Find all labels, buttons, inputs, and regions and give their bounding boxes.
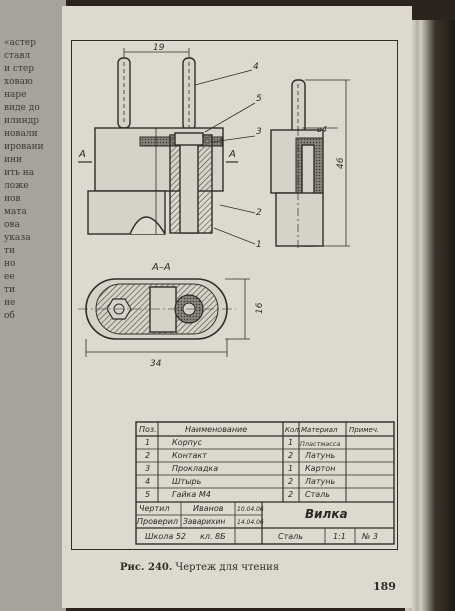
- dim-34: 34: [150, 359, 162, 369]
- dim-19: 19: [153, 43, 165, 53]
- left-page-text: новали: [4, 129, 38, 139]
- row-qty: 2: [288, 490, 294, 499]
- row-pos: 4: [145, 477, 151, 486]
- left-page-text: ложе: [4, 181, 29, 191]
- leader-label: 5: [256, 94, 262, 104]
- caption-label: Рис. 240.: [120, 562, 173, 573]
- row-material: Латунь: [305, 451, 336, 460]
- left-page-text: мата: [4, 207, 27, 217]
- left-page-text: об: [4, 311, 15, 321]
- left-page-text: и стер: [4, 64, 34, 74]
- left-page-text: ставл: [4, 51, 31, 61]
- spec-table-grid: [135, 421, 395, 545]
- row-name: Штырь: [172, 477, 202, 486]
- sheet-number: № 3: [362, 532, 378, 541]
- left-page-text: ини: [4, 155, 22, 165]
- row-pos: 3: [145, 464, 151, 473]
- checked-label: Проверил: [137, 517, 179, 526]
- tb-material: Сталь: [278, 532, 303, 541]
- drawing-title: Вилка: [305, 507, 348, 521]
- left-page-text: виде до: [4, 103, 40, 113]
- checked-name: Заварихин: [183, 517, 226, 526]
- left-page-text: но: [4, 259, 16, 269]
- school: Школа 52: [145, 532, 187, 541]
- header-note: Примеч.: [349, 426, 380, 434]
- drew-date: 10.04.06: [237, 506, 264, 513]
- left-page-text: ова: [4, 220, 20, 230]
- left-page-text: иов: [4, 194, 21, 204]
- row-material: Картон: [305, 464, 336, 473]
- row-qty: 2: [288, 451, 294, 460]
- class: кл. 8Б: [200, 532, 226, 541]
- row-pos: 1: [145, 438, 151, 447]
- left-page-text: ти: [4, 285, 15, 295]
- left-page-text: ировани: [4, 142, 44, 152]
- drew-label: Чертил: [139, 504, 170, 513]
- row-qty: 2: [288, 477, 294, 486]
- leader-label: 1: [256, 240, 262, 250]
- front-view: [78, 48, 256, 245]
- figure-caption: Рис. 240. Чертеж для чтения: [120, 562, 360, 573]
- header-qty: Кол.: [285, 426, 301, 434]
- checked-date: 14.04.06: [237, 519, 264, 526]
- row-material: Латунь: [305, 477, 336, 486]
- left-page-text: ти: [4, 246, 15, 256]
- left-page: «астер ставл и стер ховаю наре виде до и…: [0, 0, 66, 611]
- left-page-text: ие: [4, 298, 16, 308]
- section-view: [78, 278, 250, 357]
- row-material: Сталь: [305, 490, 330, 499]
- header-pos: Поз.: [139, 425, 157, 434]
- page-number: 189: [373, 580, 396, 593]
- side-view: [270, 79, 350, 250]
- page-edges: [405, 20, 455, 611]
- dim-46: 46: [336, 157, 346, 169]
- left-page-text: «астер: [4, 38, 36, 48]
- left-page-text: ее: [4, 272, 15, 282]
- dim-16: 16: [255, 302, 265, 314]
- row-qty: 1: [288, 438, 294, 447]
- left-page-text: илиндр: [4, 116, 40, 126]
- scale: 1:1: [333, 532, 346, 541]
- drew-name: Иванов: [193, 504, 224, 513]
- header-name: Наименование: [185, 425, 248, 434]
- leader-label: 2: [256, 208, 262, 218]
- row-name: Корпус: [172, 438, 203, 447]
- left-page-text: указа: [4, 233, 31, 243]
- drawing-frame: [71, 40, 398, 550]
- left-page-text: ховаю: [4, 77, 33, 87]
- row-name: Гайка М4: [172, 490, 211, 499]
- section-mark-right: A: [228, 149, 236, 160]
- left-page-text: ить на: [4, 168, 35, 178]
- leader-label: 4: [253, 62, 259, 72]
- row-qty: 1: [288, 464, 294, 473]
- row-material: Пластмасса: [300, 440, 341, 448]
- caption-text: Чертеж для чтения: [175, 562, 280, 573]
- section-mark-left: A: [78, 149, 86, 160]
- row-pos: 2: [145, 451, 151, 460]
- dim-thread: ø4: [316, 125, 327, 134]
- row-name: Прокладка: [172, 464, 219, 473]
- row-pos: 5: [145, 490, 151, 499]
- left-page-text: наре: [4, 90, 27, 100]
- row-name: Контакт: [172, 451, 207, 460]
- leader-label: 3: [256, 127, 262, 137]
- header-material: Материал: [301, 426, 338, 434]
- section-title: A–A: [151, 262, 171, 273]
